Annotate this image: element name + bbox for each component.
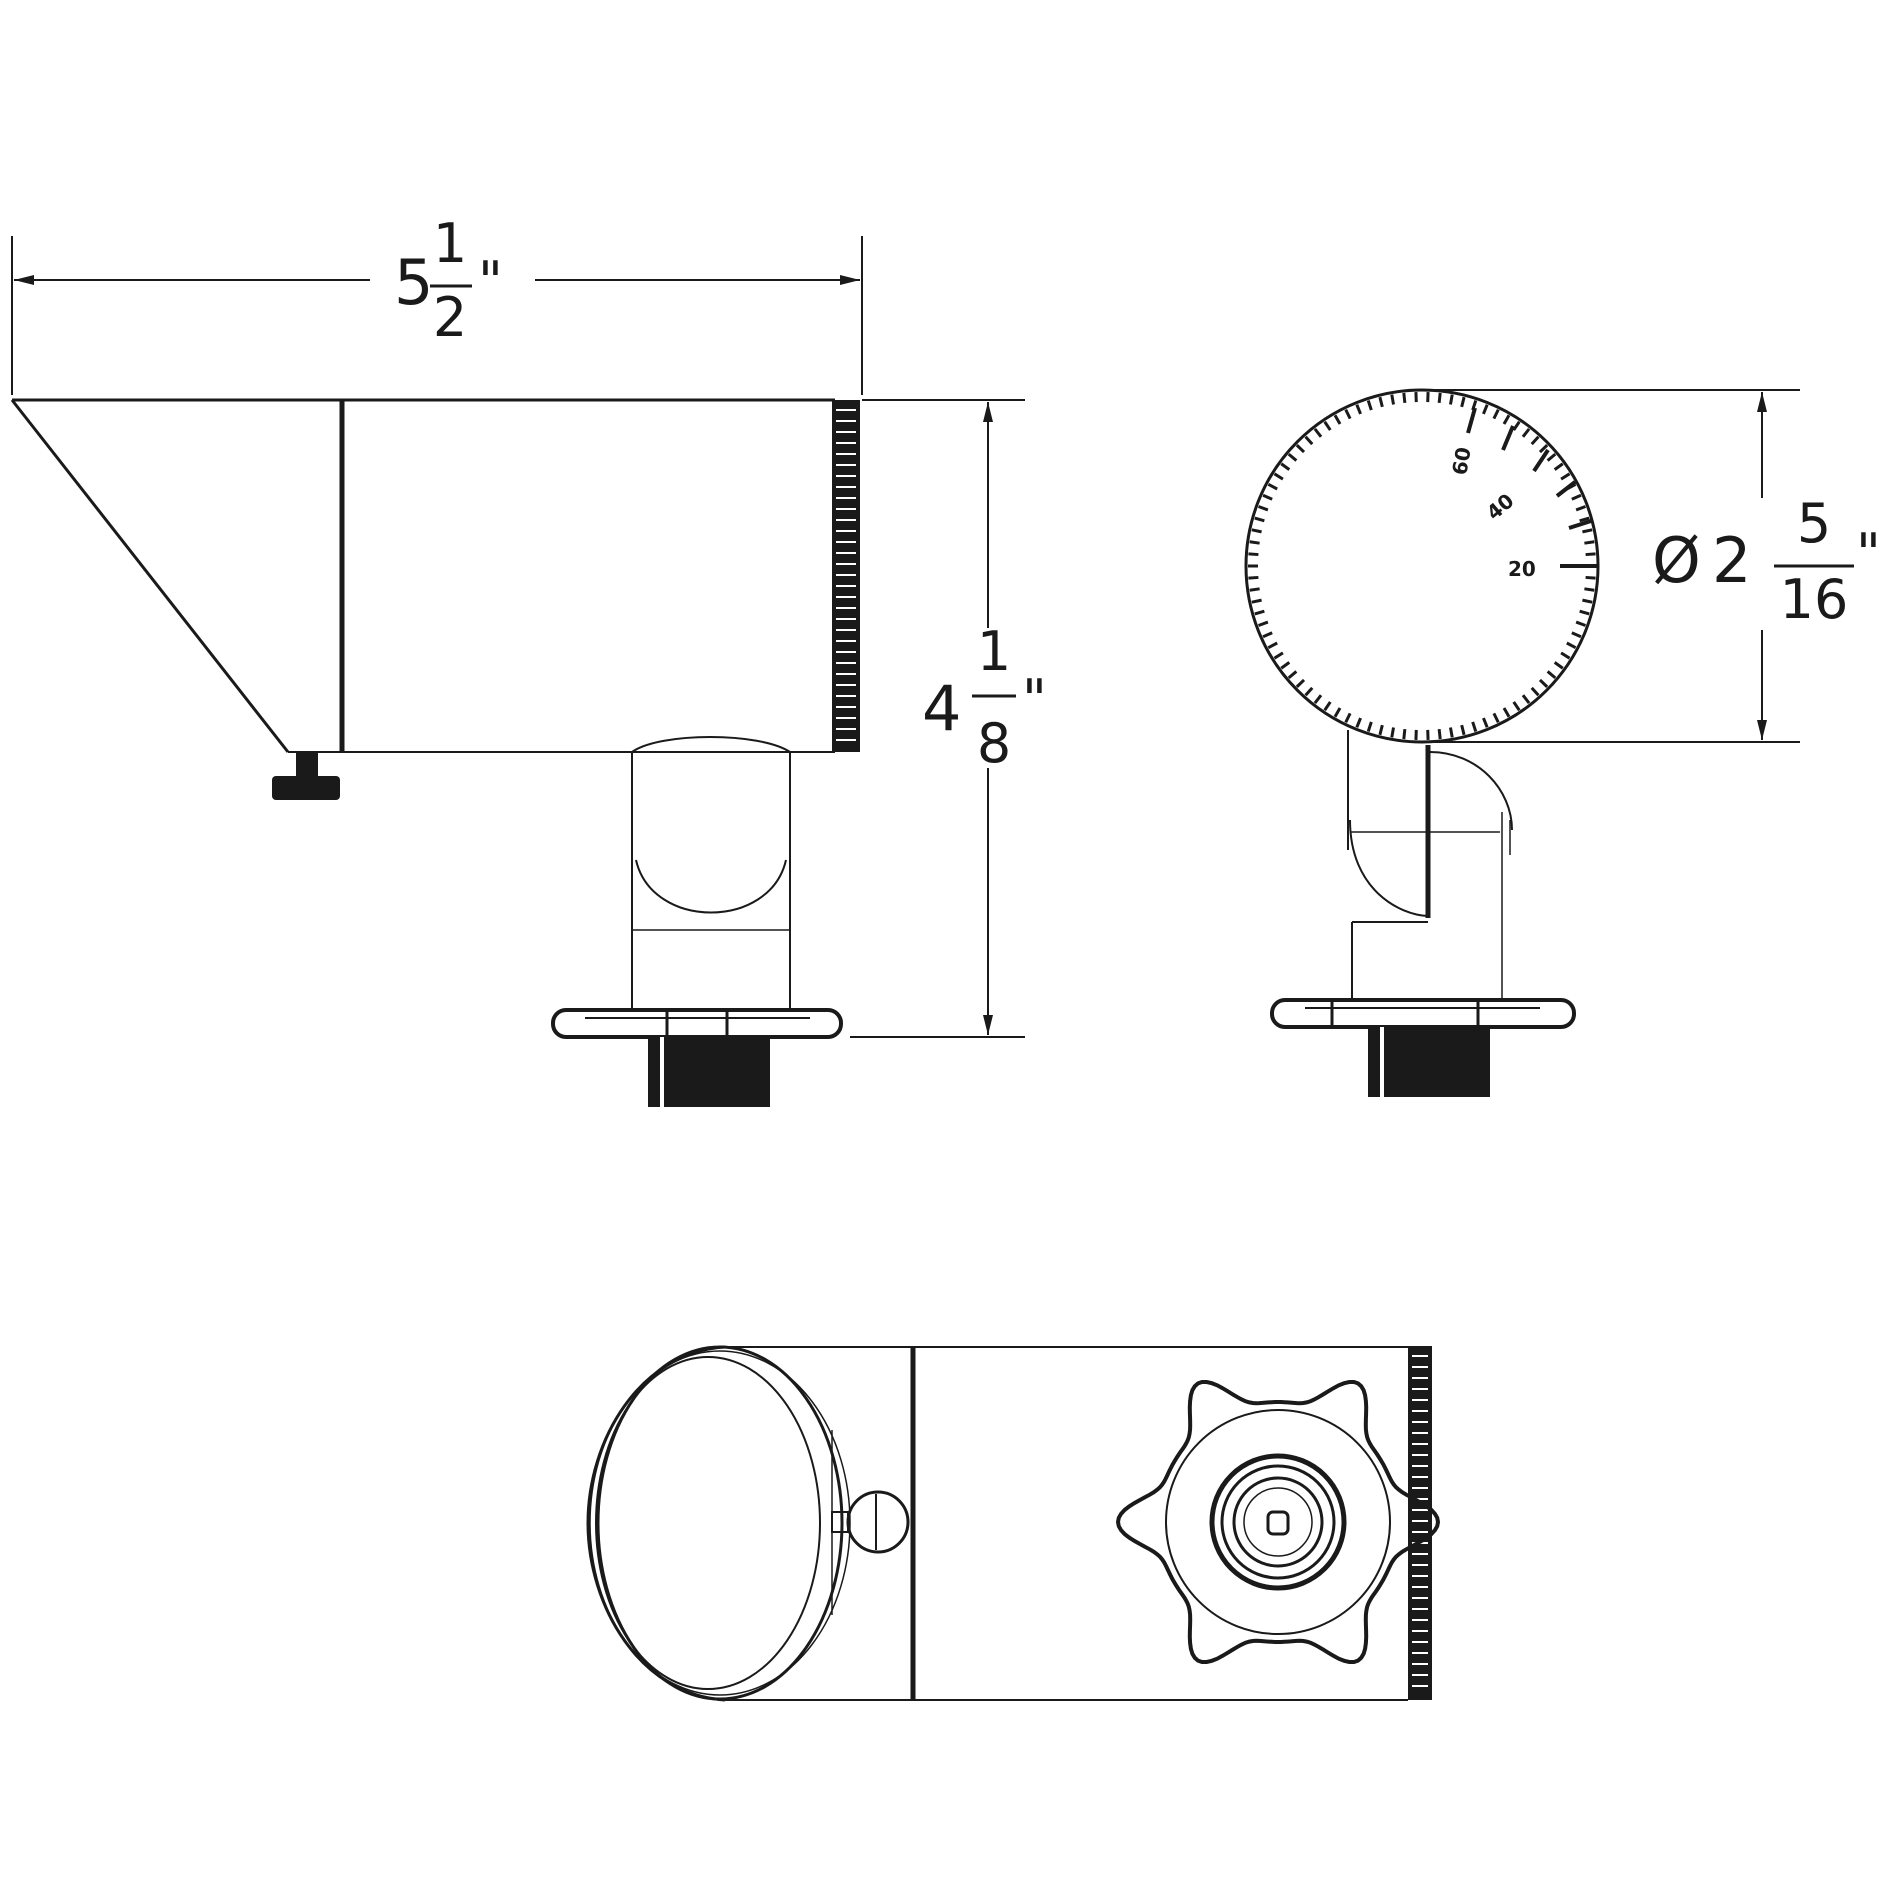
diameter-numerator: 5 [1797, 492, 1831, 555]
side-flange [1270, 998, 1576, 1029]
neck [631, 736, 791, 1010]
dial-face [1244, 388, 1600, 744]
dial-scale [1466, 407, 1597, 568]
dial-mark-20: 20 [1508, 557, 1536, 581]
diameter-denominator: 16 [1780, 568, 1849, 631]
side-threaded-stem [1368, 1027, 1490, 1097]
diameter-symbol: Ø [1652, 524, 1701, 597]
side-view: 60 40 20 [1244, 388, 1600, 1097]
diameter-unit: " [1856, 522, 1881, 585]
front-view [10, 398, 860, 1107]
width-dimension: 5 1 2 " [11, 212, 863, 395]
dial-mark-60: 60 [1447, 445, 1475, 477]
top-thumb-screw [831, 1490, 910, 1554]
diameter-dimension: Ø 2 5 16 " [1422, 389, 1881, 743]
top-view [586, 1345, 1441, 1702]
side-post [1347, 730, 1513, 1000]
flange [551, 1008, 843, 1039]
star-knob [1115, 1380, 1441, 1664]
dial-teeth [1248, 392, 1596, 740]
height-dimension: 4 1 8 " [850, 399, 1047, 1038]
width-unit: " [478, 250, 503, 313]
threaded-stem [648, 1037, 770, 1107]
clamp-ring [586, 1345, 851, 1702]
height-unit: " [1022, 668, 1047, 731]
thumb-screw [272, 752, 340, 800]
height-denominator: 8 [977, 712, 1011, 775]
width-whole: 5 [394, 246, 433, 319]
diameter-whole: 2 [1712, 524, 1751, 597]
height-numerator: 1 [977, 620, 1011, 683]
dial-mark-40: 40 [1482, 489, 1519, 525]
width-denominator: 2 [433, 286, 467, 349]
height-whole: 4 [922, 672, 961, 745]
knurl-pattern [836, 409, 856, 741]
width-numerator: 1 [433, 212, 467, 275]
